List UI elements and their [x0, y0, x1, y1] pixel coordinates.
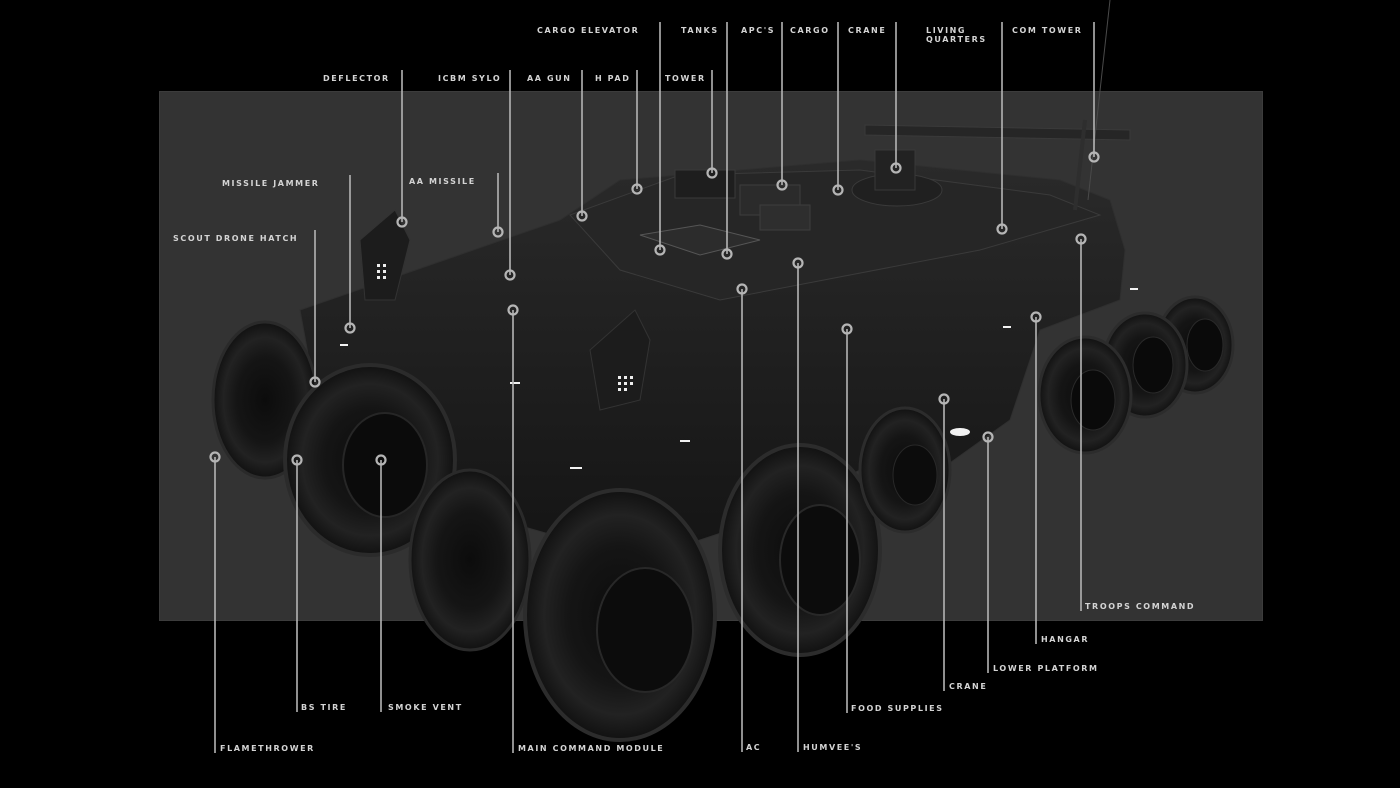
callout-label-missile-jammer: MISSILE JAMMER [222, 179, 320, 188]
callout-label-food-supplies: FOOD SUPPLIES [851, 704, 944, 713]
callout-label-aa-gun: AA GUN [527, 74, 572, 83]
ac-marker-icon[interactable] [736, 283, 748, 295]
callout-label-cargo-elevator: CARGO ELEVATOR [537, 26, 640, 35]
callout-label-lower-platform: LOWER PLATFORM [993, 664, 1099, 673]
cargo-marker-icon[interactable] [832, 184, 844, 196]
callout-label-deflector: DEFLECTOR [323, 74, 390, 83]
tower-marker-icon[interactable] [706, 167, 718, 179]
callout-label-flamethrower: FLAMETHROWER [220, 744, 315, 753]
cargo-elevator-marker-icon[interactable] [654, 244, 666, 256]
callout-label-main-command-module: MAIN COMMAND MODULE [518, 744, 665, 753]
aa-gun-marker-icon[interactable] [576, 210, 588, 222]
callout-label-crane-bottom: CRANE [949, 682, 988, 691]
callout-label-aa-missile: AA MISSILE [409, 177, 476, 186]
callout-label-cargo: CARGO [790, 26, 830, 35]
callout-label-ac: AC [746, 743, 762, 752]
crane-top-marker-icon[interactable] [890, 162, 902, 174]
bs-tire-marker-icon[interactable] [291, 454, 303, 466]
callout-label-tower: TOWER [665, 74, 706, 83]
callout-label-tanks: TANKS [681, 26, 719, 35]
front-tires-icon [211, 320, 952, 742]
callout-leaders [209, 22, 1100, 753]
callout-label-smoke-vent: SMOKE VENT [388, 703, 463, 712]
callout-label-hangar: HANGAR [1041, 635, 1090, 644]
callout-label-troops-command: TROOPS COMMAND [1085, 602, 1196, 611]
smoke-vent-marker-icon[interactable] [375, 454, 387, 466]
callout-label-crane-top: CRANE [848, 26, 887, 35]
main-command-module-marker-icon[interactable] [507, 304, 519, 316]
scout-drone-hatch-marker-icon[interactable] [309, 376, 321, 388]
aa-missile-marker-icon[interactable] [492, 226, 504, 238]
hangar-marker-icon[interactable] [1030, 311, 1042, 323]
rear-tires-icon [1037, 295, 1235, 455]
flamethrower-marker-icon[interactable] [209, 451, 221, 463]
troops-command-marker-icon[interactable] [1075, 233, 1087, 245]
crane-bottom-marker-icon[interactable] [938, 393, 950, 405]
lower-platform-marker-icon[interactable] [982, 431, 994, 443]
living-quarters-marker-icon[interactable] [996, 223, 1008, 235]
callout-label-com-tower: COM TOWER [1012, 26, 1083, 35]
callout-label-bs-tire: BS TIRE [301, 703, 347, 712]
apcs-marker-icon[interactable] [776, 179, 788, 191]
missile-jammer-marker-icon[interactable] [344, 322, 356, 334]
tanks-marker-icon[interactable] [721, 248, 733, 260]
callout-label-humvees: HUMVEE'S [803, 743, 863, 752]
icbm-sylo-marker-icon[interactable] [504, 269, 516, 281]
com-tower-marker-icon[interactable] [1088, 151, 1100, 163]
h-pad-marker-icon[interactable] [631, 183, 643, 195]
callout-label-icbm-sylo: ICBM SYLO [438, 74, 502, 83]
food-supplies-marker-icon[interactable] [841, 323, 853, 335]
callout-label-scout-drone-hatch: SCOUT DRONE HATCH [173, 234, 299, 243]
callout-label-h-pad: H PAD [595, 74, 631, 83]
callout-label-apcs: APC'S [741, 26, 776, 35]
humvees-marker-icon[interactable] [792, 257, 804, 269]
deflector-marker-icon[interactable] [396, 216, 408, 228]
